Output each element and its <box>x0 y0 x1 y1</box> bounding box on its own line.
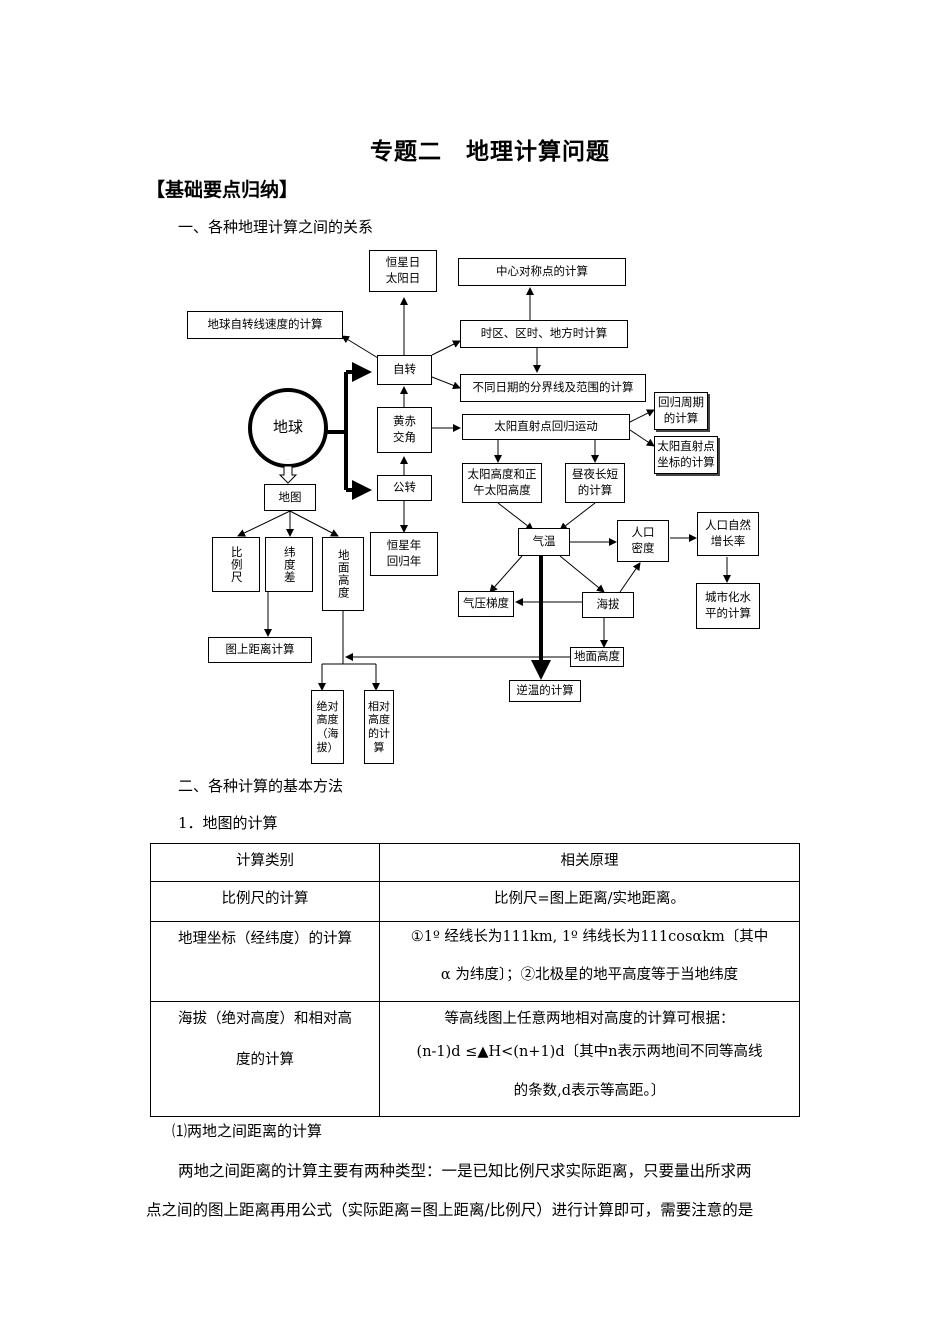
node-bilichi: 比例尺 <box>212 537 260 592</box>
node-renkou-md: 人口 密度 <box>617 520 669 562</box>
node-shiqu: 时区、区时、地方时计算 <box>460 320 628 348</box>
node-huigui: 回归周期 的计算 <box>654 392 708 430</box>
heading-relations: 一、各种地理计算之间的关系 <box>178 218 374 236</box>
node-hengxingnian: 恒星年 回归年 <box>370 532 438 576</box>
node-zhishe-zb: 太阳直射点 坐标的计算 <box>654 436 718 474</box>
table-header-cat: 计算类别 <box>150 843 380 882</box>
node-gongzhuan: 公转 <box>377 475 432 501</box>
node-jueduigd: 绝对 高度 （海 拔） <box>311 690 344 764</box>
node-qiya: 气压梯度 <box>458 591 514 617</box>
paragraph-line: 两地之间距离的计算主要有两种类型：一是已知比例尺求实际距离，只要量出所求两 <box>178 1162 752 1180</box>
node-chengshi: 城市化水 平的计算 <box>696 583 760 629</box>
cat-line: 海拔（绝对高度）和相对高 <box>178 1011 352 1027</box>
node-tushang: 图上距离计算 <box>208 637 312 663</box>
table-cell-cat: 比例尺的计算 <box>150 881 380 922</box>
heading-methods: 二、各种计算的基本方法 <box>178 777 344 795</box>
node-weiducha: 纬度差 <box>265 537 313 592</box>
section-heading: 【基础要点归纳】 <box>146 179 299 201</box>
cat-line: 度的计算 <box>236 1052 294 1068</box>
earth-label: 地球 <box>272 418 303 436</box>
relation-diagram <box>237 287 731 691</box>
node-zizhuan: 自转 <box>377 355 432 385</box>
node-nixun: 逆温的计算 <box>509 680 581 702</box>
map-calc-table: 计算类别 相关原理 比例尺的计算 比例尺=图上距离/实地距离。 地理坐标（经纬度… <box>150 843 800 1117</box>
table-cell-rule: 比例尺=图上距离/实地距离。 <box>379 881 800 922</box>
node-dimian-gd2: 地面高度 <box>570 647 624 667</box>
rule-line: 等高线图上任意两地相对高度的计算可根据： <box>444 1011 735 1027</box>
node-xiangduigd: 相对 高度 的计 算 <box>364 690 394 764</box>
table-cell-rule: 等高线图上任意两地相对高度的计算可根据： (n-1)d ≤▲H<(n+1)d〔其… <box>379 1001 800 1117</box>
rule-line: 的条数,d表示等高距。〕 <box>513 1083 666 1099</box>
rule-line: ①1º 经线长为111km, 1º 纬线长为111cosαkm〔其中 <box>410 929 769 945</box>
page-title: 专题二 地理计算问题 <box>370 139 610 165</box>
node-hengxingri: 恒星日 太阳日 <box>369 250 437 292</box>
rule-line: α 为纬度〕；②北极星的地平高度等于当地纬度 <box>440 967 739 983</box>
paragraph-line: 点之间的图上距离再用公式（实际距离=图上距离/比例尺）进行计算即可，需要注意的是 <box>146 1201 754 1219</box>
table-header-rule: 相关原理 <box>379 843 800 882</box>
node-renkou-zz: 人口自然 增长率 <box>697 512 759 556</box>
node-zhouye: 昼夜长短 的计算 <box>565 463 625 503</box>
node-zhongxin: 中心对称点的计算 <box>458 258 626 286</box>
node-qiwen: 气温 <box>518 528 570 556</box>
node-butong: 不同日期的分界线及范围的计算 <box>460 374 646 402</box>
node-taiyang-gd: 太阳高度和正 午太阳高度 <box>462 463 542 503</box>
rule-line: (n-1)d ≤▲H<(n+1)d〔其中n表示两地间不同等高线 <box>416 1044 763 1060</box>
node-zhishe: 太阳直射点回归运动 <box>462 414 630 440</box>
node-zizhuan-speed: 地球自转线速度的计算 <box>187 311 343 339</box>
node-ditu: 地图 <box>264 484 316 511</box>
table-cell-cat: 海拔（绝对高度）和相对高 度的计算 <box>150 1001 380 1117</box>
heading-map-calc: 1．地图的计算 <box>178 814 278 832</box>
subheading-distance: ⑴两地之间距离的计算 <box>172 1122 323 1140</box>
table-cell-rule: ①1º 经线长为111km, 1º 纬线长为111cosαkm〔其中 α 为纬度… <box>379 921 800 1002</box>
node-huangchi: 黄赤 交角 <box>377 407 432 453</box>
node-dimian-gd: 地面高度 <box>322 537 364 611</box>
node-haiba: 海拔 <box>582 592 634 618</box>
table-cell-cat: 地理坐标（经纬度）的计算 <box>150 921 380 1002</box>
